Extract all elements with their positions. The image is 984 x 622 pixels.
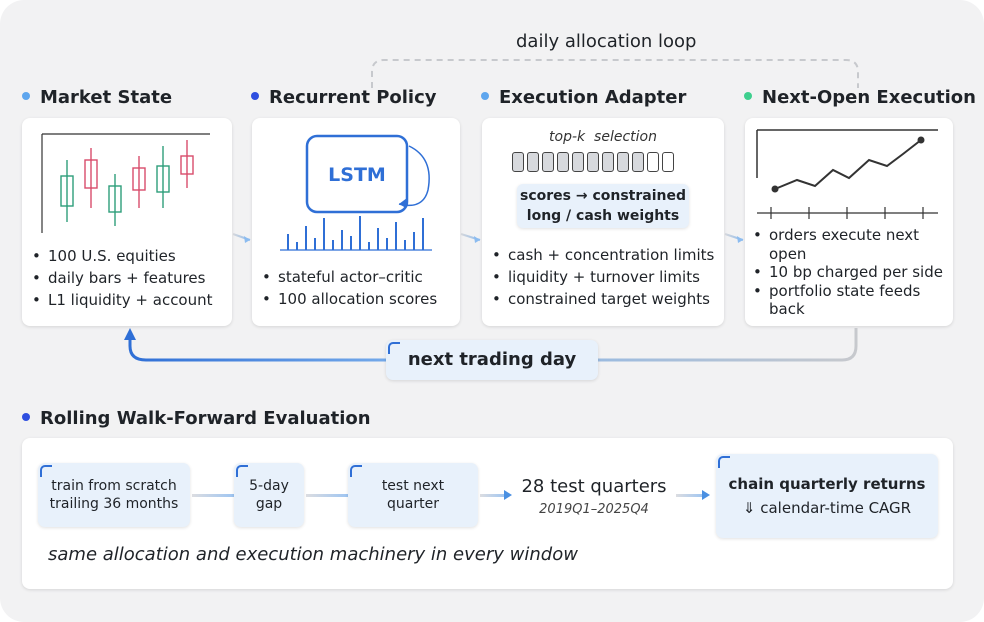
market-state-title: Market State — [22, 87, 172, 108]
topk-slot-selected — [602, 152, 614, 172]
flow-line — [306, 494, 348, 497]
chain-returns-step: chain quarterly returns ⇓ calendar-time … — [716, 454, 938, 538]
topk-label: top-k selection — [549, 129, 657, 145]
test-line1: test next — [381, 478, 445, 494]
quarters-range: 2019Q1–2025Q4 — [539, 502, 649, 517]
rolling-title: Rolling Walk-Forward Evaluation — [22, 408, 371, 429]
list-item: stateful actor–critic — [262, 266, 437, 288]
execution-adapter-list: cash + concentration limits liquidity + … — [492, 244, 714, 310]
lstm-label: LSTM — [328, 164, 386, 186]
topk-slot-selected — [587, 152, 599, 172]
gap-step: 5-day gap — [234, 463, 304, 527]
next-trading-day-box: next trading day — [386, 340, 598, 380]
topk-slot-selected — [557, 152, 569, 172]
gap-line2: gap — [255, 496, 283, 512]
candlestick-icon — [41, 133, 210, 233]
topk-slot-selected — [572, 152, 584, 172]
recurrent-policy-dot — [251, 92, 259, 100]
next-open-title: Next-Open Execution — [744, 87, 976, 108]
recurrent-policy-list: stateful actor–critic 100 allocation sco… — [262, 266, 437, 310]
market-state-card: 100 U.S. equities daily bars + features … — [22, 118, 232, 326]
lstm-diagram — [280, 134, 432, 251]
quarters-label: 28 test quarters — [521, 476, 667, 497]
list-item: L1 liquidity + account — [32, 289, 213, 311]
list-item: 100 allocation scores — [262, 288, 437, 310]
execution-adapter-card: top-k selection scores → constrained lon… — [482, 118, 724, 326]
next-trading-day-label: next trading day — [407, 349, 577, 370]
gap-line1: 5-day — [249, 478, 289, 494]
recurrent-policy-card: LSTM stateful actor–critic 100 allocatio… — [252, 118, 460, 326]
topk-slot-selected — [542, 152, 554, 172]
score-transform-line2: long / cash weights — [526, 208, 680, 224]
flow-arrowhead — [702, 490, 710, 500]
rolling-footer: same allocation and execution machinery … — [48, 544, 578, 565]
list-item: cash + concentration limits — [492, 244, 714, 266]
list-item: daily bars + features — [32, 267, 213, 289]
market-state-list: 100 U.S. equities daily bars + features … — [32, 245, 213, 311]
loop-label: daily allocation loop — [516, 31, 697, 52]
train-step: train from scratch trailing 36 months — [38, 463, 190, 527]
execution-line-chart-icon — [756, 129, 938, 219]
topk-slots — [512, 152, 674, 174]
flow-arrowhead — [504, 490, 512, 500]
list-item: liquidity + turnover limits — [492, 266, 714, 288]
recurrent-policy-title: Recurrent Policy — [251, 87, 437, 108]
rolling-card: train from scratch trailing 36 months 5-… — [22, 438, 953, 589]
topk-slot-empty — [647, 152, 659, 172]
list-item: 100 U.S. equities — [32, 245, 213, 267]
chain-line2: ⇓ calendar-time CAGR — [742, 499, 912, 517]
next-open-card: orders execute next open 10 bp charged p… — [745, 118, 953, 326]
flow-line — [192, 494, 234, 497]
topk-slot-selected — [632, 152, 644, 172]
topk-slot-selected — [512, 152, 524, 172]
next-open-list: orders execute next open 10 bp charged p… — [753, 226, 948, 319]
flow-line — [480, 494, 506, 497]
list-item: orders execute next open — [753, 226, 948, 263]
list-item: constrained target weights — [492, 288, 714, 310]
topk-slot-selected — [527, 152, 539, 172]
rolling-dot — [22, 413, 30, 421]
chain-line1: chain quarterly returns — [728, 475, 926, 493]
test-line2: quarter — [387, 496, 439, 512]
card-connectors — [232, 233, 744, 243]
loop-connector — [371, 59, 859, 88]
flow-line — [676, 494, 704, 497]
next-open-dot — [744, 92, 752, 100]
train-line2: trailing 36 months — [49, 496, 179, 512]
test-step: test next quarter — [348, 463, 478, 527]
train-line1: train from scratch — [51, 478, 177, 494]
execution-adapter-title: Execution Adapter — [481, 87, 686, 108]
execution-adapter-dot — [481, 92, 489, 100]
topk-slot-empty — [662, 152, 674, 172]
list-item: 10 bp charged per side — [753, 263, 948, 282]
list-item: portfolio state feeds back — [753, 282, 948, 319]
score-transform-line1: scores → constrained — [519, 188, 686, 204]
score-transform-box: scores → constrained long / cash weights — [517, 184, 689, 228]
market-state-dot — [22, 92, 30, 100]
topk-slot-selected — [617, 152, 629, 172]
